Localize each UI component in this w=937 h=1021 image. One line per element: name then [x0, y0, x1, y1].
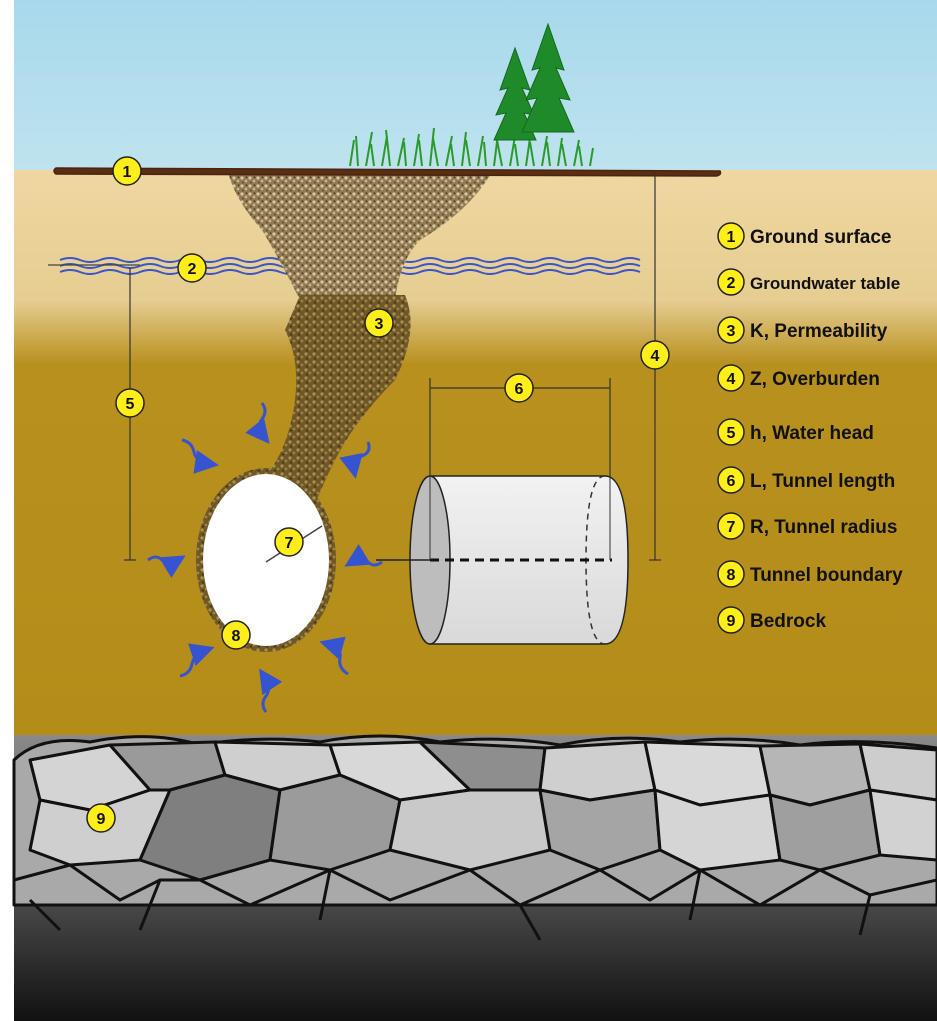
svg-text:h, Water head: h, Water head — [750, 423, 874, 444]
legend: 1 Ground surface 2 Groundwater table 3 K, P… — [717, 222, 903, 634]
legend-item-3: 3 K, Permeability — [717, 316, 888, 344]
marker-8: 8 — [221, 620, 251, 650]
svg-text:8: 8 — [232, 628, 241, 645]
svg-text:R, Tunnel radius: R, Tunnel radius — [750, 517, 897, 538]
svg-text:Tunnel boundary: Tunnel boundary — [750, 565, 903, 586]
legend-item-9: 9 Bedrock — [717, 606, 826, 634]
marker-3: 3 — [364, 308, 394, 338]
legend-item-7: 7 R, Tunnel radius — [717, 512, 897, 540]
svg-text:K, Permeability: K, Permeability — [750, 321, 888, 342]
legend-item-6: 6 L, Tunnel length — [717, 466, 895, 494]
marker-5: 5 — [115, 388, 145, 418]
svg-text:Bedrock: Bedrock — [750, 611, 826, 632]
ground-surface-line — [53, 167, 722, 177]
legend-item-5: 5 h, Water head — [717, 418, 874, 446]
water-inflow-arrows — [147, 402, 383, 713]
pine-trees — [493, 22, 575, 141]
svg-text:Ground surface: Ground surface — [750, 227, 891, 248]
legend-item-4: 4 Z, Overburden — [717, 364, 880, 392]
svg-text:9: 9 — [727, 613, 736, 630]
legend-item-1: 1 Ground surface — [717, 222, 891, 250]
svg-text:6: 6 — [515, 381, 524, 398]
tunnel-cross-section — [203, 474, 329, 646]
svg-text:3: 3 — [727, 323, 736, 340]
svg-text:3: 3 — [375, 316, 384, 333]
svg-text:6: 6 — [727, 473, 736, 490]
legend-item-8: 8 Tunnel boundary — [717, 560, 903, 588]
marker-1: 1 — [112, 156, 142, 186]
svg-text:4: 4 — [651, 348, 660, 365]
svg-text:8: 8 — [727, 567, 736, 584]
legend-item-2: 2 Groundwater table — [717, 268, 900, 296]
bedrock-cracks — [13, 863, 937, 941]
svg-text:7: 7 — [285, 535, 294, 552]
permeable-zone-upper — [228, 172, 492, 300]
svg-text:1: 1 — [123, 164, 132, 181]
bedrock-layer — [12, 734, 937, 907]
svg-text:1: 1 — [727, 229, 736, 246]
marker-9: 9 — [86, 803, 116, 833]
sky-background — [14, 0, 937, 175]
svg-text:9: 9 — [97, 811, 106, 828]
svg-text:4: 4 — [727, 371, 736, 388]
svg-text:5: 5 — [126, 396, 135, 413]
permeable-zone-lower — [272, 295, 411, 505]
marker-7: 7 — [274, 527, 304, 557]
marker-2: 2 — [177, 253, 207, 283]
svg-text:Groundwater table: Groundwater table — [750, 274, 900, 293]
marker-6: 6 — [504, 373, 534, 403]
svg-text:2: 2 — [188, 261, 197, 278]
svg-text:5: 5 — [727, 425, 736, 442]
svg-text:2: 2 — [727, 275, 736, 292]
svg-text:L, Tunnel length: L, Tunnel length — [750, 471, 895, 492]
marker-4: 4 — [640, 340, 670, 370]
svg-text:Z, Overburden: Z, Overburden — [750, 369, 880, 390]
svg-text:7: 7 — [727, 519, 736, 536]
grass — [349, 127, 594, 167]
